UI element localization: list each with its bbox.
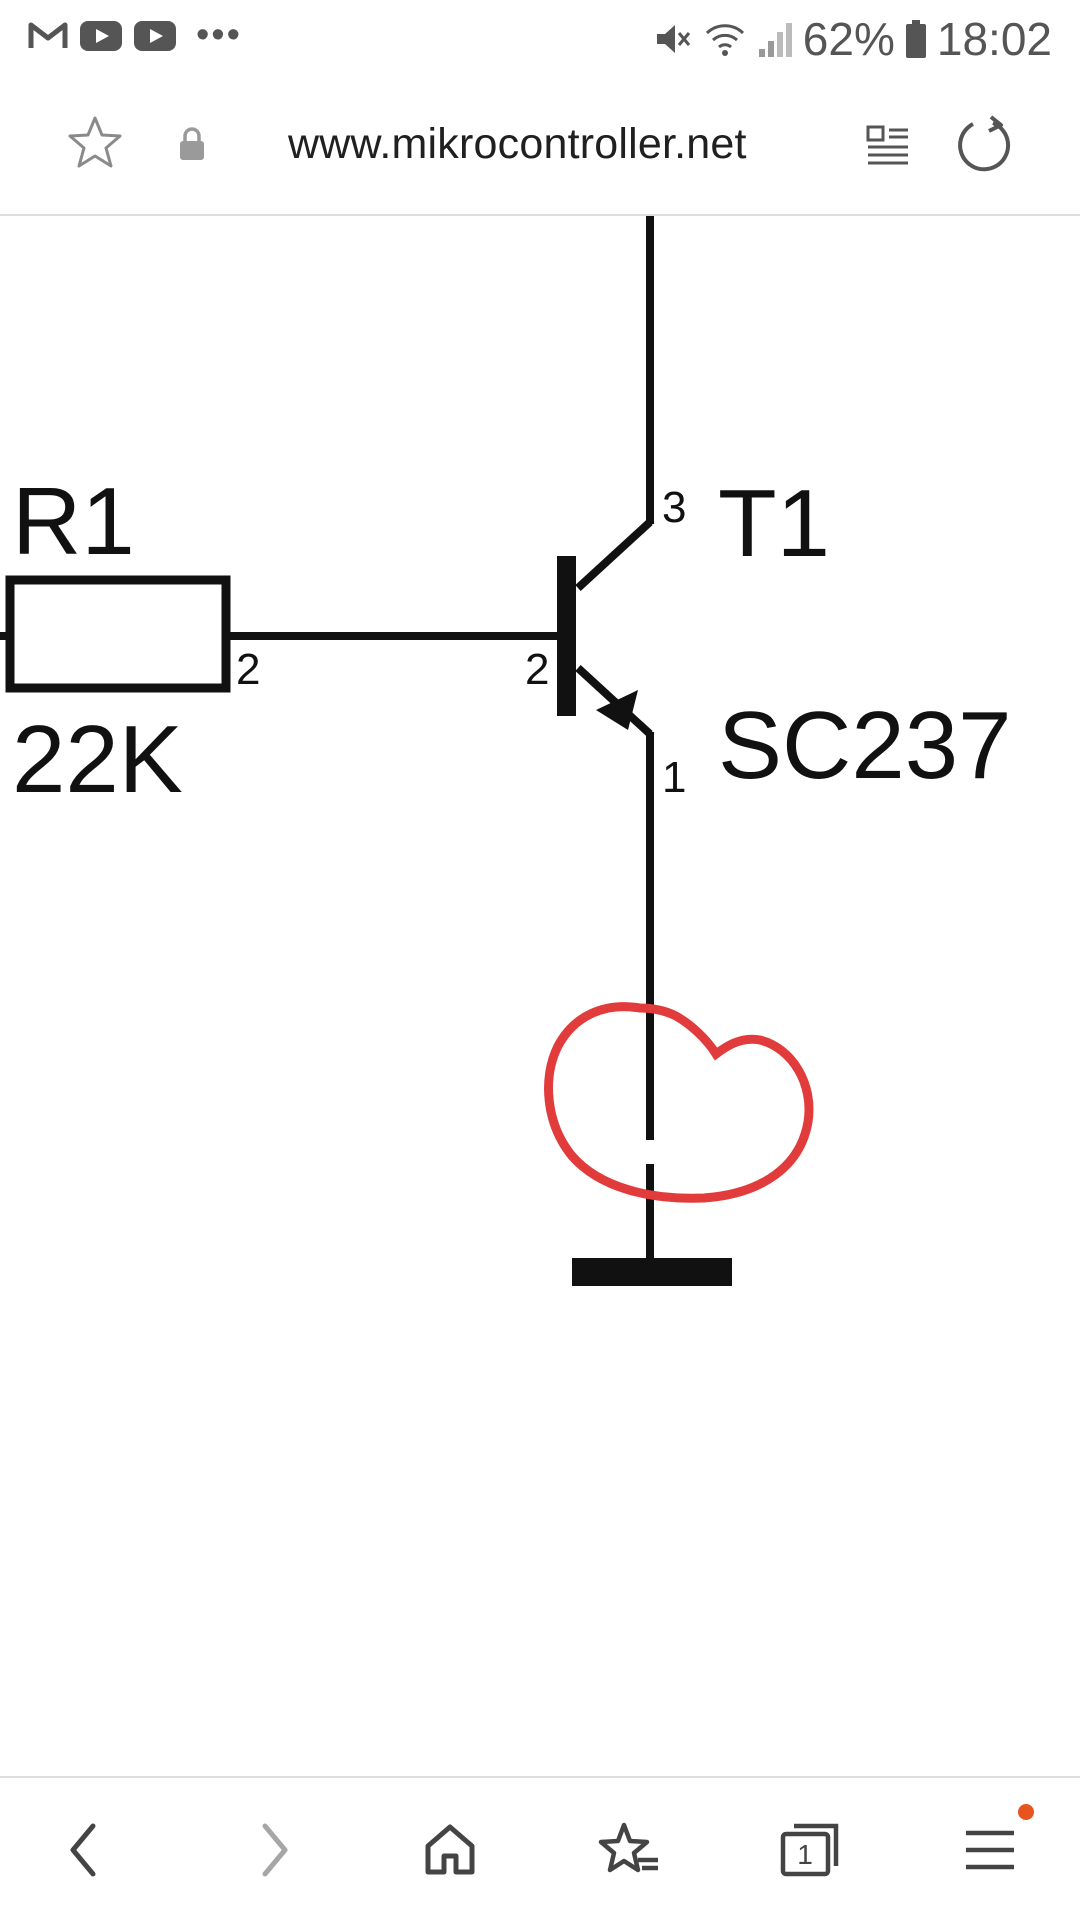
bookmarks-button[interactable]	[580, 1800, 680, 1900]
more-notifications-icon: •••	[196, 14, 242, 56]
star-icon	[68, 116, 122, 168]
refresh-button[interactable]	[950, 110, 1020, 180]
forward-icon	[262, 1823, 288, 1877]
collector-lead	[575, 519, 653, 591]
mute-icon	[656, 25, 690, 53]
back-icon	[70, 1823, 96, 1877]
transistor-ref-label: T1	[718, 470, 830, 577]
bottom-navigation: 1	[0, 1776, 1080, 1922]
battery-icon	[905, 20, 926, 58]
address-bar: www.mikrocontroller.net	[0, 74, 1080, 216]
home-icon	[425, 1824, 475, 1875]
youtube-icon	[134, 20, 176, 51]
menu-icon	[966, 1830, 1014, 1870]
youtube-icon	[80, 20, 122, 51]
transistor-part-label: SC237	[718, 692, 1012, 799]
wifi-icon	[705, 24, 744, 56]
reader-mode-button[interactable]	[856, 114, 920, 178]
status-bar: ••• 62% 18:02	[0, 0, 1080, 74]
clock: 18:02	[936, 13, 1052, 65]
base-pin-label: 2	[525, 645, 549, 694]
menu-button[interactable]	[940, 1800, 1040, 1900]
tabs-icon: 1	[780, 1823, 839, 1877]
collector-pin-label: 3	[662, 483, 686, 532]
ground-bar	[572, 1258, 732, 1286]
refresh-icon	[958, 115, 1011, 172]
resistor-pin-label: 2	[236, 645, 260, 694]
secure-lock[interactable]	[172, 124, 212, 164]
lock-icon	[180, 127, 204, 160]
tabs-count: 1	[797, 1839, 813, 1870]
emitter-lead	[575, 665, 653, 737]
resistor-value-label: 22K	[12, 706, 183, 813]
back-button[interactable]	[36, 1800, 136, 1900]
schematic-image: R1 22K 2 2 3 1 T1 SC237	[0, 216, 1080, 1776]
notification-dot	[1018, 1804, 1034, 1820]
bookmark-star-button[interactable]	[62, 110, 128, 176]
signal-icon	[758, 23, 792, 57]
reader-mode-icon	[866, 125, 908, 165]
gmail-icon	[28, 22, 68, 48]
tabs-button[interactable]: 1	[760, 1800, 860, 1900]
resistor-ref-label: R1	[12, 468, 135, 575]
forward-button[interactable]	[222, 1800, 322, 1900]
battery-percent: 62%	[802, 13, 895, 65]
resistor-body	[5, 575, 231, 693]
bookmarks-icon	[598, 1822, 658, 1873]
base-bar	[557, 556, 576, 716]
emitter-pin-label: 1	[662, 753, 686, 802]
url-field[interactable]: www.mikrocontroller.net	[288, 120, 747, 168]
highlight-circle	[544, 1002, 814, 1203]
emitter-arrow	[596, 690, 638, 730]
home-button[interactable]	[400, 1800, 500, 1900]
